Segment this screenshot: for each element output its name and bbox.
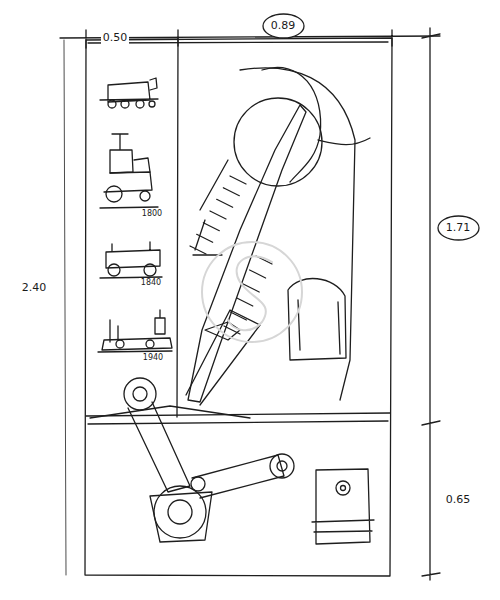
circle-outline xyxy=(438,216,479,240)
vehicle-thumbnail xyxy=(100,134,158,208)
watermark-logo xyxy=(202,242,302,342)
year-label: 1940 xyxy=(141,353,165,363)
panel-outline xyxy=(88,42,388,43)
dimension-line xyxy=(60,30,440,48)
ladder-rung xyxy=(203,223,219,231)
robot-arm-sketch xyxy=(124,378,294,542)
ladder-rung xyxy=(217,199,233,207)
ladder-rung xyxy=(190,246,206,254)
vehicle-thumbnail xyxy=(98,310,172,352)
ladder-rung xyxy=(230,312,246,320)
ladder-rung xyxy=(224,326,240,334)
circled-dimension: 1.71 xyxy=(437,215,480,241)
dimension-value: 1.71 xyxy=(437,215,480,234)
dimension-line xyxy=(64,40,66,575)
dimension-label: 0.50 xyxy=(101,31,130,44)
ladder-rung xyxy=(237,298,253,306)
panel-outline xyxy=(85,38,392,576)
ladder-rungs xyxy=(190,176,272,334)
year-label: 1840 xyxy=(139,278,163,288)
ladder-rung xyxy=(230,176,246,184)
cabinet-sketch xyxy=(312,469,374,544)
column-divider xyxy=(177,38,178,417)
dimension-label: 2.40 xyxy=(20,281,49,294)
ladder-rung xyxy=(210,211,226,219)
vehicle-thumbnail xyxy=(100,78,158,108)
base-edge xyxy=(90,406,250,418)
year-label: 1800 xyxy=(140,209,164,219)
robot-arm-sketch xyxy=(186,67,370,405)
circle-outline xyxy=(263,14,304,38)
dimension-value: 0.89 xyxy=(262,13,305,32)
vehicle-thumbnail xyxy=(100,242,162,278)
ladder-rung xyxy=(197,234,213,242)
ladder-rung xyxy=(223,188,239,196)
circled-dimension: 0.89 xyxy=(262,13,305,39)
ladder-rung xyxy=(250,270,266,278)
dimension-label: 0.65 xyxy=(444,493,473,506)
dimension-line xyxy=(422,28,440,580)
